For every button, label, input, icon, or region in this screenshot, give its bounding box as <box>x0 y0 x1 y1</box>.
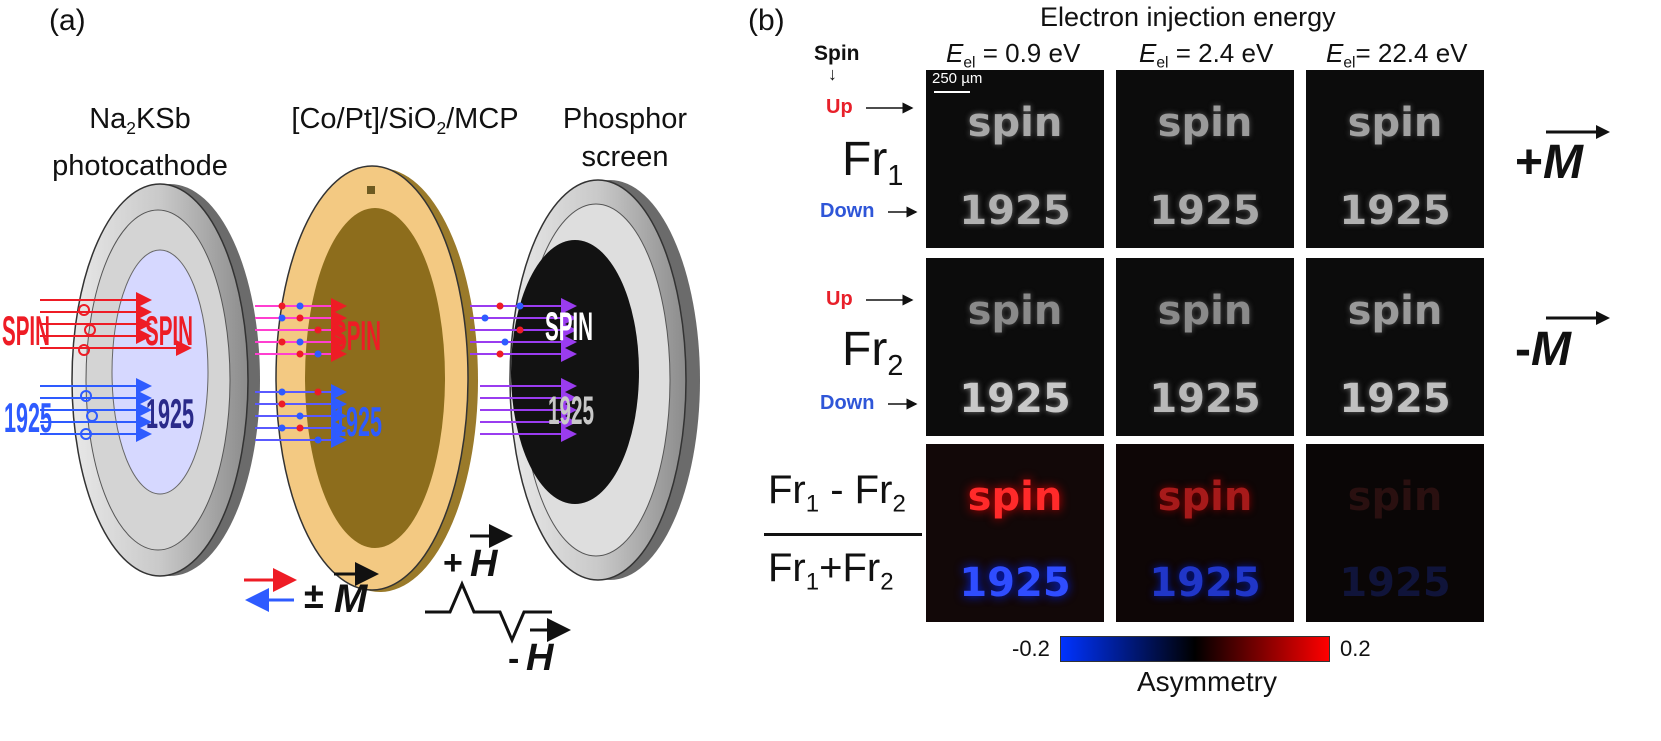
tile-asym-col3: spin 1925 <box>1306 444 1484 622</box>
energy-title: Electron injection energy <box>1040 2 1336 32</box>
tile-fr1-col2: spin 1925 <box>1116 70 1294 248</box>
tile-fr2-col3: spin 1925 <box>1306 258 1484 436</box>
year-word-cathode: 1925 <box>146 390 194 437</box>
spin-word-mcp: SPIN <box>333 312 381 359</box>
minus-m-vector <box>1546 311 1610 325</box>
col-head-2: Eel = 2.4 eV <box>1139 38 1274 72</box>
colorbar <box>1060 636 1330 662</box>
down-label-1: Down <box>820 200 875 222</box>
phosphor-disc <box>509 179 700 581</box>
fraction-numerator: Fr1 - Fr2 <box>768 468 906 518</box>
spin-label: Spin <box>814 42 860 65</box>
colorbar-max: 0.2 <box>1340 636 1371 661</box>
row-pointer-arrows <box>866 102 918 410</box>
spin-down-arrow: ↓ <box>828 64 837 84</box>
up-label-1: Up <box>826 96 853 118</box>
tile-fr2-col2: spin 1925 <box>1116 258 1294 436</box>
tile-fr2-col1: spin 1925 <box>926 258 1104 436</box>
h-minus-sign: - <box>508 640 519 670</box>
h-plus-symbol: H <box>470 543 499 585</box>
plus-m-label: +M <box>1515 136 1584 189</box>
col-head-1: Eel = 0.9 eV <box>946 38 1081 72</box>
year-beam-in <box>40 378 152 442</box>
spin-word-source: SPIN <box>2 307 50 354</box>
h-plus-sign: + <box>443 544 463 582</box>
fr1-label: Fr1 <box>842 133 904 193</box>
pm-sign: ± <box>304 575 324 616</box>
fr2-label: Fr2 <box>842 323 904 383</box>
scale-bar <box>934 91 970 93</box>
fraction-bar <box>764 533 922 536</box>
mcp-label: [Co/Pt]/SiO2/MCP <box>291 103 519 139</box>
panel-a-label: (a) <box>49 4 86 37</box>
apparatus-diagram: SPIN SPIN SPIN SPIN 1925 1925 1925 1925 … <box>2 165 700 670</box>
h-pulse-trace <box>425 580 552 644</box>
year-word-mcp: 1925 <box>334 398 382 445</box>
year-word-screen: 1925 <box>548 389 594 433</box>
spin-beam-in <box>40 292 192 356</box>
tile-fr1-col3: spin 1925 <box>1306 70 1484 248</box>
colorbar-min: -0.2 <box>1012 636 1050 661</box>
fraction-denominator: Fr1+Fr2 <box>768 546 894 596</box>
scale-bar-label: 250 µm <box>932 70 983 87</box>
spin-word-cathode: SPIN <box>145 307 193 354</box>
down-label-2: Down <box>820 392 875 414</box>
tile-fr1-col1: spin 1925 <box>926 70 1104 248</box>
mixed-beam-2 <box>470 298 577 442</box>
m-symbol: M <box>334 577 369 621</box>
mcp-disc <box>275 165 478 592</box>
photocathode-disc <box>71 183 260 577</box>
panel-b-label: (b) <box>748 4 785 37</box>
spin-word-screen: SPIN <box>545 305 593 349</box>
col-head-3: Eel= 22.4 eV <box>1326 38 1468 72</box>
mixed-beam-1 <box>255 298 347 448</box>
tile-asym-col2: spin 1925 <box>1116 444 1294 622</box>
year-word-source: 1925 <box>4 394 52 441</box>
minus-m-label: -M <box>1515 323 1571 376</box>
up-label-2: Up <box>826 288 853 310</box>
h-minus-symbol: H <box>526 637 555 670</box>
photocathode-label: Na2KSb photocathode <box>52 103 228 183</box>
plus-m-vector <box>1546 125 1610 139</box>
colorbar-label: Asymmetry <box>1137 666 1277 697</box>
tile-asym-col1: spin 1925 <box>926 444 1104 622</box>
